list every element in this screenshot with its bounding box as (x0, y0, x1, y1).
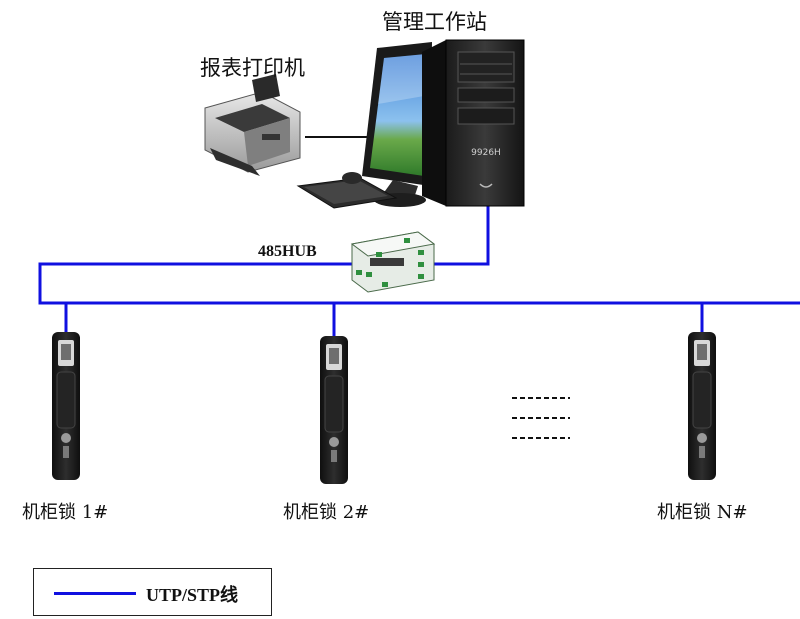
computer-tower-icon: 9926H (422, 39, 525, 207)
workstation-label: 管理工作站 (382, 10, 487, 34)
lock1-label: 机柜锁 1# (22, 502, 109, 523)
printer-label: 报表打印机 (200, 56, 305, 80)
pc-to-hub-wire (430, 205, 490, 266)
cabinet-lock-icon (688, 332, 716, 480)
cabinet-lock-icon (320, 336, 348, 484)
cabinet-lock-icon (52, 332, 80, 480)
main-bus-wire (38, 262, 800, 305)
lock2-label: 机柜锁 2# (283, 502, 370, 523)
svg-text:9926H: 9926H (471, 148, 501, 158)
legend-line-swatch (54, 592, 136, 595)
bus-wiring (38, 205, 800, 338)
printer-icon (204, 74, 301, 176)
mouse-icon (342, 172, 362, 184)
hub-label: 485HUB (258, 243, 317, 260)
legend: UTP/STP线 (33, 568, 272, 616)
lockN-label: 机柜锁 N# (657, 502, 748, 523)
hub-icon (350, 231, 436, 293)
monitor-icon (362, 42, 432, 207)
ellipsis-dashes (512, 397, 570, 439)
legend-text: UTP/STP线 (146, 585, 239, 605)
keyboard-icon (296, 177, 398, 209)
